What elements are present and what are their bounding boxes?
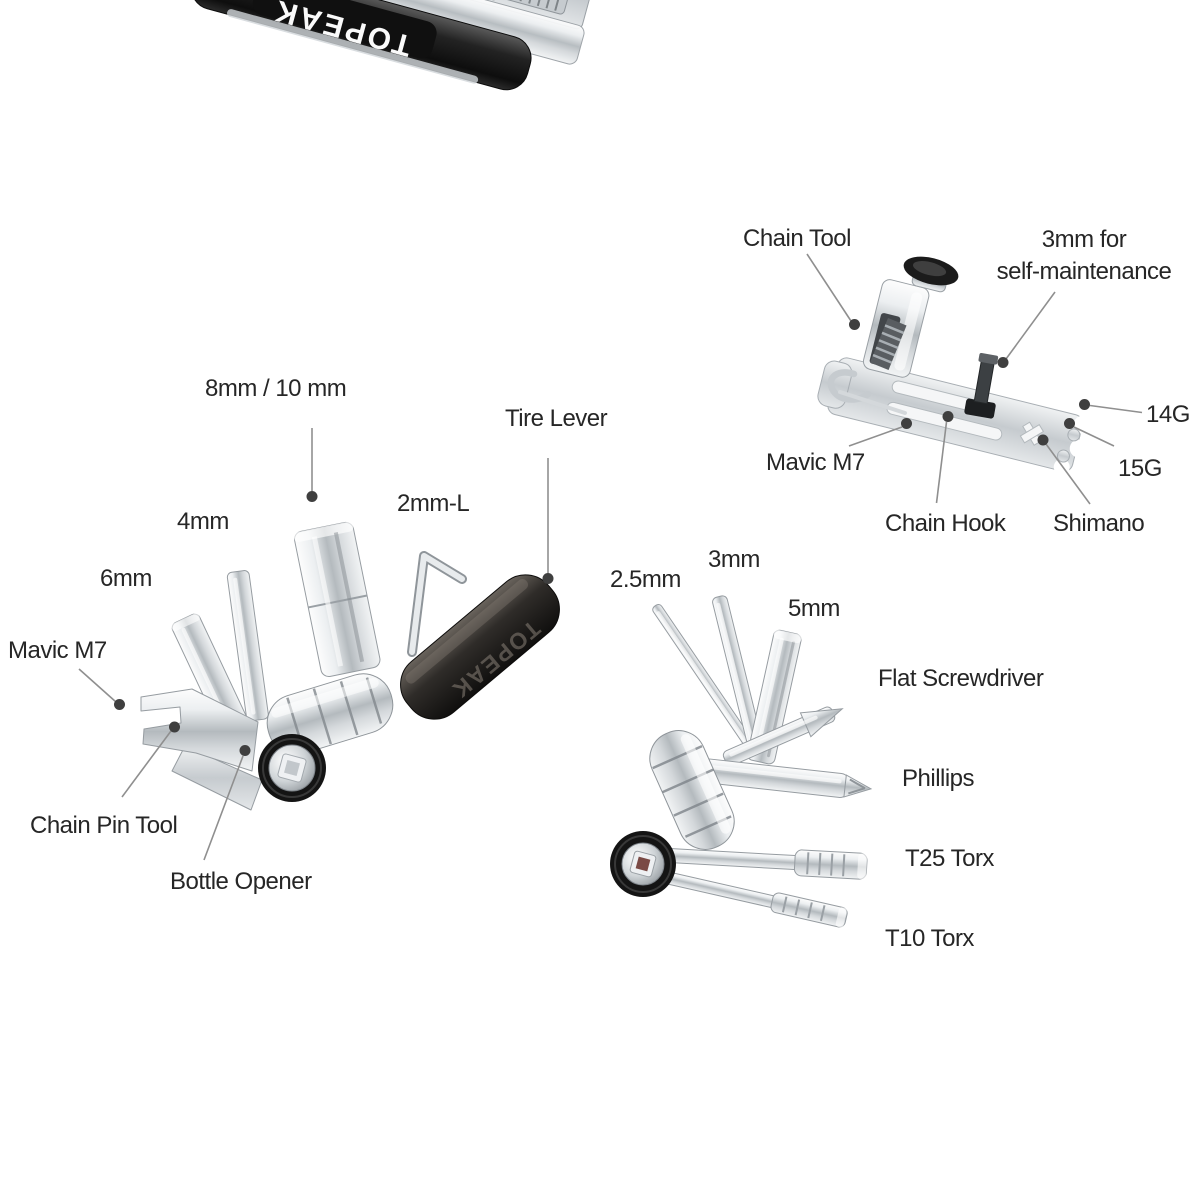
callout-shimano: Shimano [1053, 510, 1145, 537]
right-fan-keys [652, 595, 873, 928]
callout-6mm: 6mm [100, 565, 152, 592]
pivot-bolt-left [258, 734, 326, 802]
t10-torx-bit [653, 869, 848, 928]
callout-14g: 14G [1146, 401, 1190, 428]
self-maintenance-bit [964, 352, 999, 419]
callout-chain-hook: Chain Hook [885, 510, 1006, 537]
callout-mavic-m7-main: Mavic M7 [8, 637, 107, 664]
t25-torx-bit [659, 847, 868, 880]
callout-t10-torx: T10 Torx [885, 925, 974, 952]
callout-self-maintenance-line2: self-maintenance [996, 258, 1172, 285]
multitool-body: TOPEAK [190, 0, 596, 91]
callout-bottle-opener: Bottle Opener [170, 868, 312, 895]
callout-phillips: Phillips [902, 765, 975, 792]
callout-15g: 15G [1118, 455, 1162, 482]
left-barrel [266, 673, 394, 755]
callout-flat-screwdriver: Flat Screwdriver [878, 665, 1044, 692]
callout-2mm-l: 2mm-L [397, 490, 470, 517]
callout-5mm: 5mm [788, 595, 840, 622]
callout-self-maintenance: 3mm for self-maintenance [997, 224, 1172, 288]
hex-key-2mm-l [407, 551, 467, 657]
callout-mavic-m7-detail: Mavic M7 [766, 449, 865, 476]
callout-3mm: 3mm [708, 546, 760, 573]
flat-screwdriver-bit [722, 706, 844, 767]
callout-t25-torx: T25 Torx [905, 845, 994, 872]
pivot-bolt-right [610, 831, 676, 897]
callout-8mm-10mm: 8mm / 10 mm [205, 375, 347, 402]
leader-lines [78, 253, 1143, 861]
hex-key-4mm [226, 570, 269, 722]
callout-tire-lever: Tire Lever [505, 405, 608, 432]
chain-tool-illustration [817, 256, 1092, 475]
callout-4mm: 4mm [177, 508, 229, 535]
chain-pin-fork-tool [140, 688, 259, 772]
callout-2-5mm: 2.5mm [610, 566, 681, 593]
tire-lever-paddle: TOPEAK [400, 574, 560, 720]
callout-self-maintenance-line1: 3mm for [1041, 226, 1127, 253]
callout-chain-tool: Chain Tool [743, 225, 851, 252]
bottle-opener-tool [171, 745, 263, 811]
callout-chain-pin-tool: Chain Pin Tool [30, 812, 178, 839]
hex-key-8-10mm [293, 521, 381, 678]
left-fan-keys [140, 521, 467, 811]
right-barrel [649, 730, 735, 850]
